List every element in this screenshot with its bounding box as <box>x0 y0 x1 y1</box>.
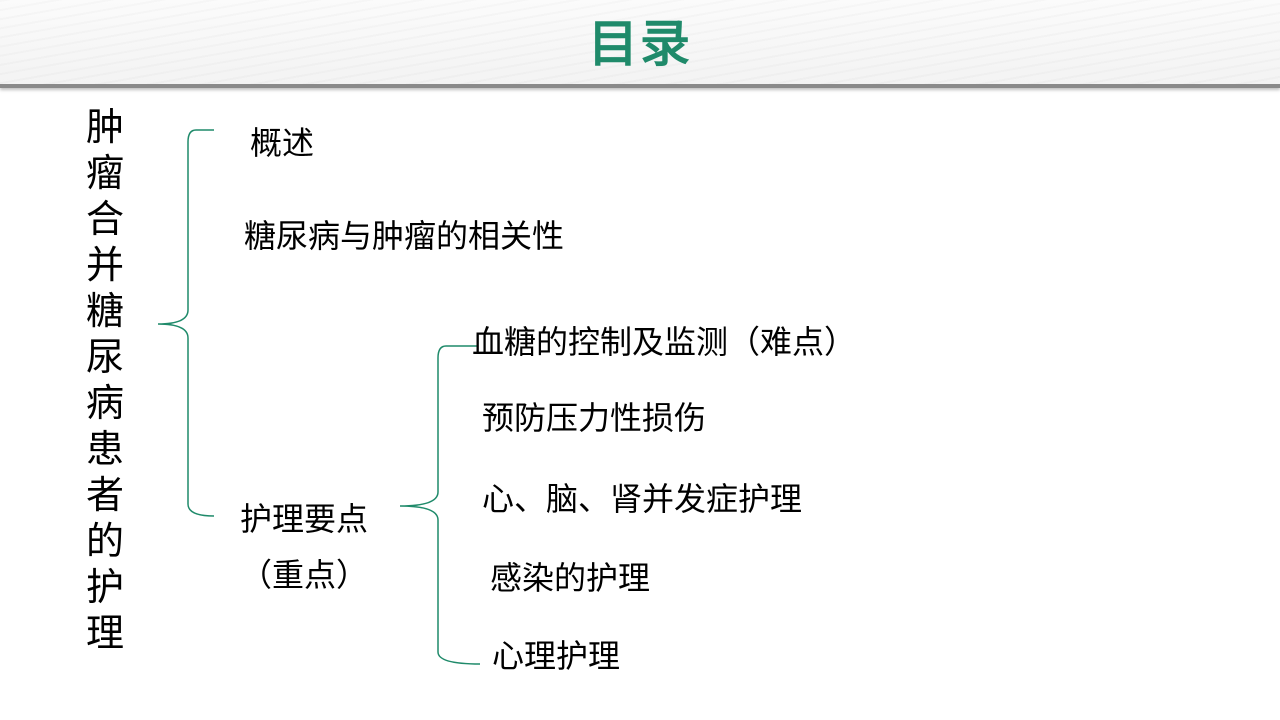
item-overview: 概述 <box>250 124 315 162</box>
subitem-complications: 心、脑、肾并发症护理 <box>482 480 803 518</box>
item-correlation: 糖尿病与肿瘤的相关性 <box>244 217 565 255</box>
subitem-glucose-control: 血糖的控制及监测（难点） <box>472 323 857 361</box>
subitem-psychological-care: 心理护理 <box>492 637 621 675</box>
root-topic-vertical: 肿瘤合并糖尿病患者的护理 <box>85 105 124 655</box>
item-nursing-points-note: （重点） <box>240 556 369 594</box>
header-band <box>0 0 1280 88</box>
page-title: 目录 <box>588 15 692 73</box>
subitem-pressure-injury: 预防压力性损伤 <box>482 399 707 437</box>
subitem-infection-care: 感染的护理 <box>490 559 651 597</box>
bracket-level-1 <box>157 129 215 517</box>
bracket-level-2 <box>399 345 481 665</box>
item-nursing-points: 护理要点 <box>240 500 369 538</box>
